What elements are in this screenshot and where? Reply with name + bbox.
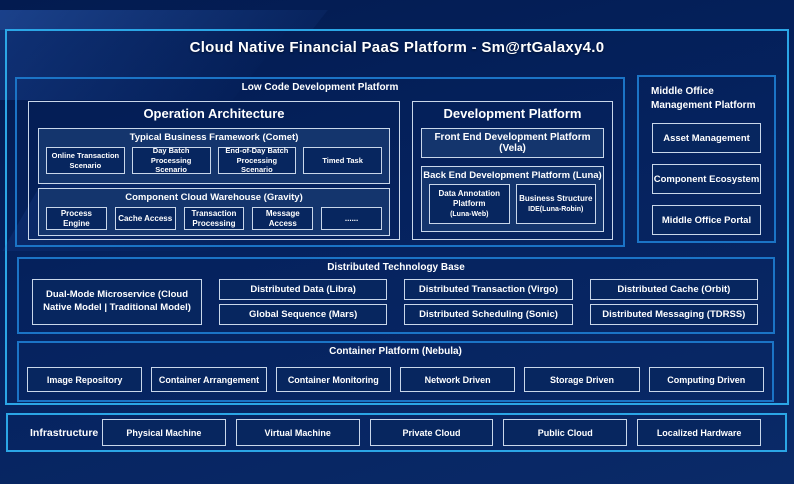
gravity-item: Process Engine (46, 207, 107, 230)
container-platform-item: Network Driven (399, 367, 516, 392)
distributed-item: Global Sequence (Mars) (219, 304, 388, 325)
back-end-items-row: Data Annotation Platform (Luna-Web) Busi… (429, 184, 596, 224)
container-platform-item: Storage Driven (524, 367, 640, 392)
middle-office-item: Asset Management (652, 123, 761, 153)
container-platform-item: Container Monitoring (275, 367, 391, 392)
operation-architecture-box: Operation Architecture Typical Business … (28, 101, 400, 240)
infrastructure-item: Virtual Machine (235, 419, 360, 446)
gravity-item-more: ...... (321, 207, 382, 230)
container-platform-item: Container Arrangement (151, 367, 267, 392)
comet-item: Online Transaction Scenario (46, 147, 125, 174)
development-platform-title: Development Platform (443, 106, 582, 121)
panel-low-code-label: Low Code Development Platform (241, 82, 399, 93)
middle-office-title: Middle Office Management Platform (651, 86, 756, 111)
container-platform-row: Image Repository Container Arrangement C… (27, 367, 764, 392)
gravity-items-row: Process Engine Cache Access Transaction … (46, 207, 382, 230)
comet-item: Day Batch Processing Scenario (131, 146, 211, 174)
infrastructure-item: Physical Machine (102, 419, 226, 446)
page-title: Cloud Native Financial PaaS Platform - S… (189, 39, 605, 56)
typical-business-framework-group: Typical Business Framework (Comet) Onlin… (38, 128, 390, 184)
back-end-item: Business Structure IDE(Luna-Robin) (515, 184, 596, 224)
distributed-technology-label: Distributed Technology Base (327, 262, 465, 273)
back-end-item-sub: (Luna-Web) (450, 210, 489, 218)
operation-architecture-title: Operation Architecture (143, 106, 285, 121)
distributed-column: Distributed Cache (Orbit) Distributed Me… (589, 279, 758, 325)
infrastructure-row: Physical Machine Virtual Machine Private… (102, 419, 761, 446)
back-end-item: Data Annotation Platform (Luna-Web) (429, 184, 510, 224)
container-platform-label: Container Platform (Nebula) (329, 346, 462, 357)
platform-frame: Cloud Native Financial PaaS Platform - S… (2, 29, 789, 405)
panel-infrastructure: Infrastructure Physical Machine Virtual … (6, 413, 787, 452)
panel-distributed-technology: Distributed Technology Base Dual-Mode Mi… (17, 257, 775, 334)
distributed-content-row: Dual-Mode Microservice (Cloud Native Mod… (32, 279, 758, 325)
infrastructure-label: Infrastructure (30, 426, 99, 439)
middle-office-item: Component Ecosystem (652, 164, 761, 194)
distributed-item: Distributed Cache (Orbit) (589, 279, 758, 300)
comet-items-row: Online Transaction Scenario Day Batch Pr… (46, 146, 382, 174)
component-cloud-warehouse-title: Component Cloud Warehouse (Gravity) (125, 192, 303, 203)
panel-middle-office: Middle Office Management Platform Asset … (637, 75, 776, 243)
distributed-column: Distributed Data (Libra) Global Sequence… (219, 279, 388, 325)
infrastructure-item: Public Cloud (503, 419, 628, 446)
dual-mode-microservice-box: Dual-Mode Microservice (Cloud Native Mod… (32, 279, 202, 325)
middle-office-item: Middle Office Portal (652, 205, 761, 235)
distributed-item: Distributed Messaging (TDRSS) (589, 304, 758, 325)
back-end-item-sub: IDE(Luna-Robin) (528, 205, 584, 213)
front-end-platform-box: Front End Development Platform (Vela) (421, 128, 604, 158)
gravity-item: Message Access (252, 207, 314, 230)
infrastructure-item: Localized Hardware (637, 419, 761, 446)
container-platform-item: Image Repository (27, 367, 143, 392)
panel-container-platform: Container Platform (Nebula) Image Reposi… (17, 341, 774, 402)
gravity-item: Transaction Processing (183, 207, 245, 230)
back-end-item-label: Business Structure (519, 194, 593, 204)
panel-low-code-development: Low Code Development Platform Operation … (15, 77, 625, 247)
back-end-item-label: Data Annotation Platform (438, 189, 500, 209)
back-end-platform-title: Back End Development Platform (Luna) (423, 170, 602, 181)
background-accent-band (0, 10, 328, 30)
typical-business-framework-title: Typical Business Framework (Comet) (129, 132, 299, 143)
container-platform-item: Computing Driven (648, 367, 764, 392)
comet-item: Timed Task (303, 147, 382, 174)
back-end-platform-group: Back End Development Platform (Luna) Dat… (421, 166, 604, 232)
distributed-item: Distributed Transaction (Virgo) (404, 279, 573, 300)
comet-item: End-of-Day Batch Processing Scenario (217, 146, 297, 174)
gravity-item: Cache Access (114, 207, 176, 230)
distributed-column: Distributed Transaction (Virgo) Distribu… (404, 279, 573, 325)
distributed-item: Distributed Scheduling (Sonic) (404, 304, 573, 325)
infrastructure-item: Private Cloud (369, 419, 494, 446)
development-platform-box: Development Platform Front End Developme… (412, 101, 613, 240)
distributed-item: Distributed Data (Libra) (219, 279, 388, 300)
component-cloud-warehouse-group: Component Cloud Warehouse (Gravity) Proc… (38, 188, 390, 236)
